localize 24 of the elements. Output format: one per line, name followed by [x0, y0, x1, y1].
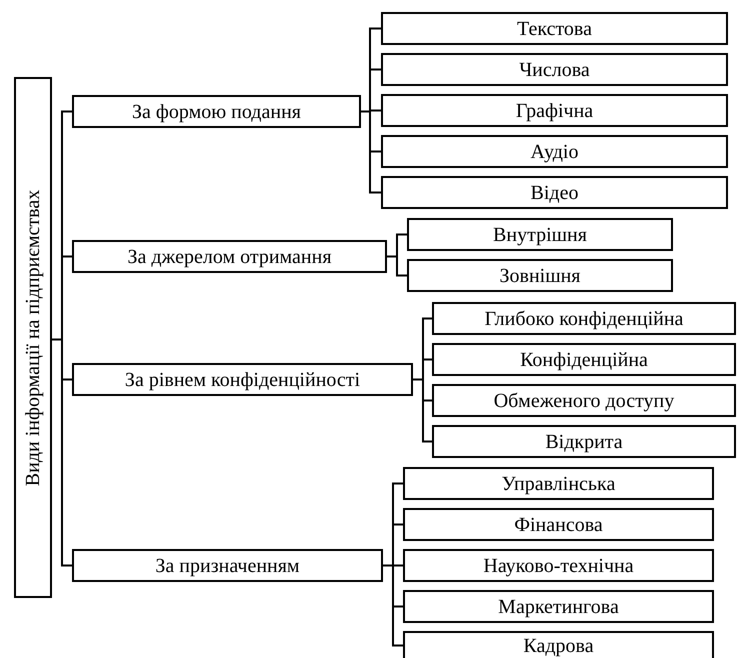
category-box: За призначенням: [72, 549, 383, 582]
category-box: Текстова: [381, 12, 728, 45]
category-box: Внутрішня: [407, 218, 673, 251]
category-box: За джерелом отримання: [72, 240, 387, 273]
root-box: Види інформації на підприємствах: [14, 77, 52, 598]
category-box: За формою подання: [72, 95, 361, 128]
category-box: Відкрита: [432, 425, 736, 458]
connector-line: [387, 256, 407, 276]
category-box: Кадрова: [403, 631, 714, 658]
category-box: За рівнем конфіденційності: [72, 363, 413, 396]
category-box: Зовнішня: [407, 259, 673, 292]
category-box: Аудіо: [381, 135, 728, 168]
category-box: Числова: [381, 53, 728, 86]
category-box: Відео: [381, 176, 728, 209]
category-box: Глибоко конфіденційна: [432, 302, 736, 335]
category-box: Управлінська: [403, 467, 714, 500]
category-box: Фінансова: [403, 508, 714, 541]
category-box: Обмеженого доступу: [432, 384, 736, 417]
connector-line: [361, 110, 381, 194]
connector-line: [52, 338, 72, 566]
category-box: Науково-технічна: [403, 549, 714, 582]
category-box: Конфіденційна: [432, 343, 736, 376]
category-box: Графічна: [381, 94, 728, 127]
category-box: Маркетингова: [403, 590, 714, 623]
